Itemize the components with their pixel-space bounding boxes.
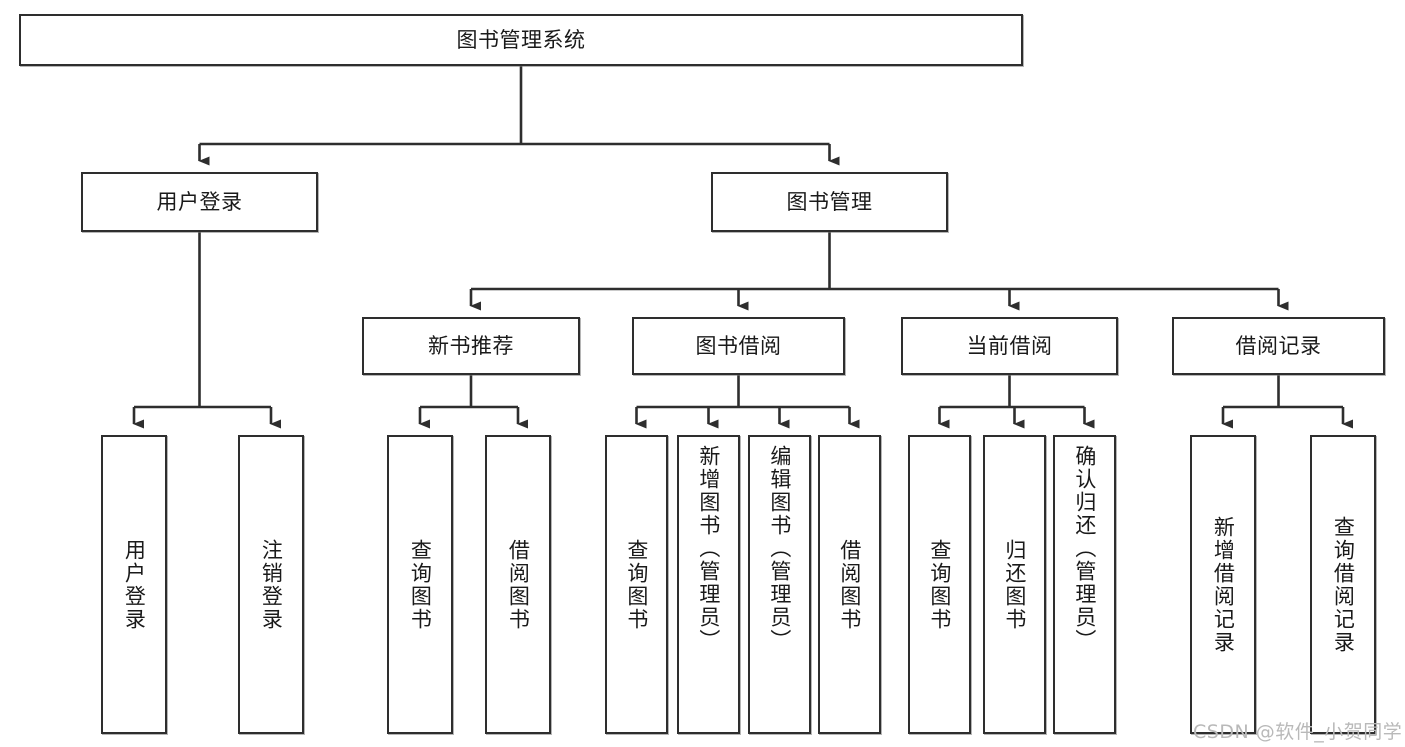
leaf-user-login[interactable]: 用户登录 xyxy=(101,435,167,734)
leaf-confirm-return[interactable]: 确认归还（管理员） xyxy=(1053,435,1116,734)
leaf-add-borrow-record[interactable]: 新增借阅记录 xyxy=(1190,435,1256,734)
leaf-borrow-book-1-label: 借阅图书 xyxy=(506,538,531,631)
leaf-add-borrow-record-label: 新增借阅记录 xyxy=(1211,515,1236,654)
node-user-login-label: 用户登录 xyxy=(156,189,243,214)
leaf-borrow-book-1[interactable]: 借阅图书 xyxy=(485,435,551,734)
leaf-return-book[interactable]: 归还图书 xyxy=(983,435,1046,734)
leaf-query-book-1[interactable]: 查询图书 xyxy=(387,435,453,734)
leaf-query-book-3-label: 查询图书 xyxy=(927,538,952,631)
leaf-add-book-label: 新增图书（管理员） xyxy=(696,445,721,652)
leaf-logout[interactable]: 注销登录 xyxy=(238,435,304,734)
leaf-user-login-label: 用户登录 xyxy=(122,538,147,631)
leaf-add-book[interactable]: 新增图书（管理员） xyxy=(677,435,740,734)
leaf-edit-book[interactable]: 编辑图书（管理员） xyxy=(748,435,811,734)
node-root-label: 图书管理系统 xyxy=(456,27,586,52)
node-current-borrow[interactable]: 当前借阅 xyxy=(901,317,1118,375)
node-book-borrow-label: 图书借阅 xyxy=(695,333,782,358)
leaf-query-book-1-label: 查询图书 xyxy=(408,538,433,631)
node-new-book-recommend-label: 新书推荐 xyxy=(428,333,514,358)
node-root[interactable]: 图书管理系统 xyxy=(19,14,1023,66)
node-book-borrow[interactable]: 图书借阅 xyxy=(632,317,845,375)
node-new-book-recommend[interactable]: 新书推荐 xyxy=(362,317,580,375)
leaf-query-borrow-record[interactable]: 查询借阅记录 xyxy=(1310,435,1376,734)
leaf-return-book-label: 归还图书 xyxy=(1002,538,1027,631)
leaf-query-borrow-record-label: 查询借阅记录 xyxy=(1331,515,1356,654)
leaf-borrow-book-2[interactable]: 借阅图书 xyxy=(818,435,881,734)
node-borrow-record[interactable]: 借阅记录 xyxy=(1172,317,1385,375)
node-book-manage-label: 图书管理 xyxy=(786,189,873,214)
csdn-watermark: CSDN @软件_小贺同学 xyxy=(1193,721,1403,743)
node-current-borrow-label: 当前借阅 xyxy=(966,333,1053,358)
node-borrow-record-label: 借阅记录 xyxy=(1235,333,1322,358)
leaf-query-book-2[interactable]: 查询图书 xyxy=(605,435,668,734)
leaf-borrow-book-2-label: 借阅图书 xyxy=(837,538,862,631)
leaf-query-book-3[interactable]: 查询图书 xyxy=(908,435,971,734)
leaf-logout-label: 注销登录 xyxy=(259,538,284,631)
leaf-query-book-2-label: 查询图书 xyxy=(624,538,649,631)
leaf-confirm-return-label: 确认归还（管理员） xyxy=(1072,445,1097,652)
leaf-edit-book-label: 编辑图书（管理员） xyxy=(767,445,792,652)
node-user-login[interactable]: 用户登录 xyxy=(81,172,318,232)
node-book-manage[interactable]: 图书管理 xyxy=(711,172,948,232)
